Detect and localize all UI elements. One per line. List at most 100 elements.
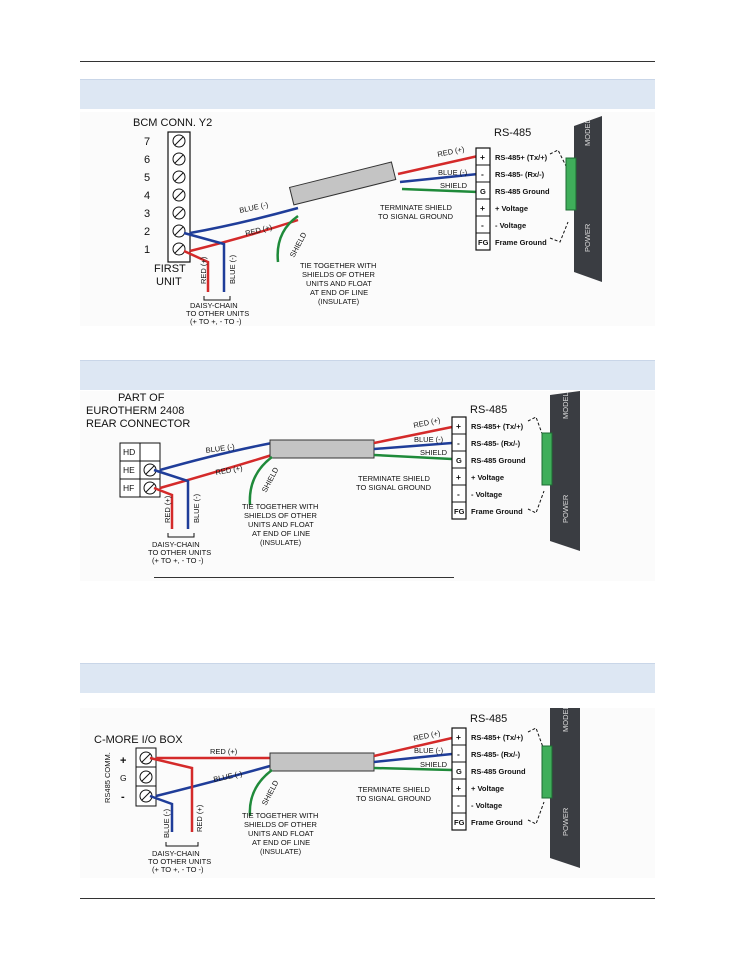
terminal-sym: -	[457, 489, 460, 499]
terminal-sym: -	[481, 169, 484, 179]
daisy-chain-text: (+ TO +, - TO -)	[190, 317, 242, 326]
pin-label: 1	[144, 244, 150, 256]
eurotherm-title: EUROTHERM 2408	[86, 405, 184, 417]
terminal-label: Frame Ground	[471, 507, 523, 516]
shield-wire-label: SHIELD	[440, 181, 468, 190]
tie-text: SHIELDS OF OTHER	[302, 270, 376, 279]
red-wire-label: RED (+)	[413, 415, 442, 430]
terminal-label: RS-485- (Rx/-)	[471, 750, 521, 759]
diagram-2: PART OF EUROTHERM 2408 REAR CONNECTOR HD…	[86, 391, 580, 565]
device-side-view-icon: MODEL POWER	[565, 116, 602, 282]
rs485-title: RS-485	[470, 404, 507, 416]
tie-text: UNITS AND FLOAT	[248, 829, 314, 838]
section-band-1	[80, 79, 655, 109]
terminal-sym: -	[457, 749, 460, 759]
cmore-title: C-MORE I/O BOX	[94, 734, 183, 746]
shield-wire-label: SHIELD	[288, 230, 309, 259]
terminal-label: RS-485 Ground	[471, 767, 526, 776]
terminal-label: RS-485- (Rx/-)	[471, 439, 521, 448]
diagram-3: C-MORE I/O BOX RS485 COMM. + G - BLUE (-…	[94, 705, 580, 874]
daisy-chain-text: DAISY-CHAIN	[152, 849, 200, 858]
rs485-comm-label: RS485 COMM.	[103, 752, 112, 803]
pin-label: G	[120, 773, 127, 783]
red-down-label: RED (+)	[199, 256, 208, 284]
terminal-sym: +	[456, 421, 461, 431]
daisy-chain-text: (+ TO +, - TO -)	[152, 556, 204, 565]
eurotherm-title: PART OF	[118, 392, 165, 404]
blue-down-label: BLUE (-)	[228, 254, 237, 284]
terminal-label: + Voltage	[471, 473, 504, 482]
terminal-label: RS-485 Ground	[495, 187, 550, 196]
shield-wire-label: SHIELD	[260, 778, 281, 807]
device-model-label: MODEL	[561, 392, 570, 419]
device-model-label: MODEL	[583, 119, 592, 146]
tie-text: (INSULATE)	[260, 847, 302, 856]
bottom-rule	[80, 898, 655, 899]
red-wire-label: RED (+)	[437, 144, 466, 159]
shield-wire-label: SHIELD	[420, 448, 448, 457]
terminal-label: Frame Ground	[495, 238, 547, 247]
device-model-label: MODEL	[561, 708, 570, 732]
pin-label: 5	[144, 172, 150, 184]
blue-down-label: BLUE (-)	[162, 808, 171, 838]
terminal-sym: G	[480, 187, 486, 196]
tie-text: TIE TOGETHER WITH	[300, 261, 376, 270]
terminal-label: RS-485+ (Tx/+)	[471, 733, 524, 742]
terminal-sym: +	[456, 732, 461, 742]
first-unit-label: FIRST	[154, 263, 186, 275]
tie-text: UNITS AND FLOAT	[306, 279, 372, 288]
terminate-text: TERMINATE SHIELD	[358, 474, 431, 483]
pin-label: 3	[144, 208, 150, 220]
diagram-panel-1: BCM CONN. Y2 7 6 5 4 3 2 1 FIRST UNIT RE…	[80, 112, 655, 326]
tie-text: AT END OF LINE	[310, 288, 368, 297]
device-power-label: POWER	[561, 494, 570, 523]
terminal-sym: -	[457, 438, 460, 448]
tie-text: AT END OF LINE	[252, 529, 310, 538]
tie-text: (INSULATE)	[260, 538, 302, 547]
device-power-label: POWER	[561, 807, 570, 836]
device-power-label: POWER	[583, 223, 592, 252]
blue-wire-label: BLUE (-)	[414, 435, 444, 444]
terminal-label: + Voltage	[471, 784, 504, 793]
terminate-text: TO SIGNAL GROUND	[356, 483, 432, 492]
tie-text: TIE TOGETHER WITH	[242, 811, 318, 820]
device-side-view-icon: MODEL POWER	[541, 391, 580, 551]
daisy-chain-text: DAISY-CHAIN	[152, 540, 200, 549]
pin-label: 7	[144, 136, 150, 148]
diagram-panel-2: PART OF EUROTHERM 2408 REAR CONNECTOR HD…	[80, 391, 655, 581]
rs485-terminal-block: + - G + - FG RS-485+ (Tx/+) RS-485- (Rx/…	[451, 416, 526, 520]
pin-label: HE	[123, 465, 135, 475]
terminal-sym: +	[456, 472, 461, 482]
terminate-text: TO SIGNAL GROUND	[378, 212, 454, 221]
rs485-title: RS-485	[470, 713, 507, 725]
terminal-sym: G	[456, 456, 462, 465]
terminal-label: - Voltage	[471, 801, 502, 810]
tie-text: SHIELDS OF OTHER	[244, 511, 318, 520]
terminal-sym: -	[457, 800, 460, 810]
pin-label: HD	[123, 447, 135, 457]
blue-wire-label: BLUE (-)	[213, 769, 244, 784]
daisy-chain-text: TO OTHER UNITS	[148, 548, 211, 557]
terminal-sym: +	[480, 152, 485, 162]
terminal-screw-icons	[139, 751, 153, 803]
rs485-terminal-block: + - G + - FG RS-485+ (Tx/+) RS-485- (Rx/…	[475, 147, 550, 251]
pin-label: 4	[144, 190, 150, 202]
mid-rule	[154, 577, 454, 578]
terminal-sym: FG	[478, 238, 489, 247]
first-unit-label: UNIT	[156, 276, 182, 288]
terminal-sym: -	[481, 220, 484, 230]
diagram-panel-3: C-MORE I/O BOX RS485 COMM. + G - BLUE (-…	[80, 705, 655, 878]
pin-label: +	[120, 755, 126, 767]
blue-wire-label: BLUE (-)	[438, 168, 468, 177]
terminal-label: - Voltage	[471, 490, 502, 499]
terminal-sym: FG	[454, 818, 465, 827]
daisy-chain-text: DAISY-CHAIN	[190, 301, 238, 310]
tie-text: AT END OF LINE	[252, 838, 310, 847]
terminate-text: TERMINATE SHIELD	[380, 203, 453, 212]
blue-wire-label: BLUE (-)	[205, 442, 236, 455]
terminate-text: TO SIGNAL GROUND	[356, 794, 432, 803]
shield-wire-label: SHIELD	[260, 465, 281, 494]
tie-text: UNITS AND FLOAT	[248, 520, 314, 529]
daisy-chain-text: (+ TO +, - TO -)	[152, 865, 204, 874]
tie-text: TIE TOGETHER WITH	[242, 502, 318, 511]
